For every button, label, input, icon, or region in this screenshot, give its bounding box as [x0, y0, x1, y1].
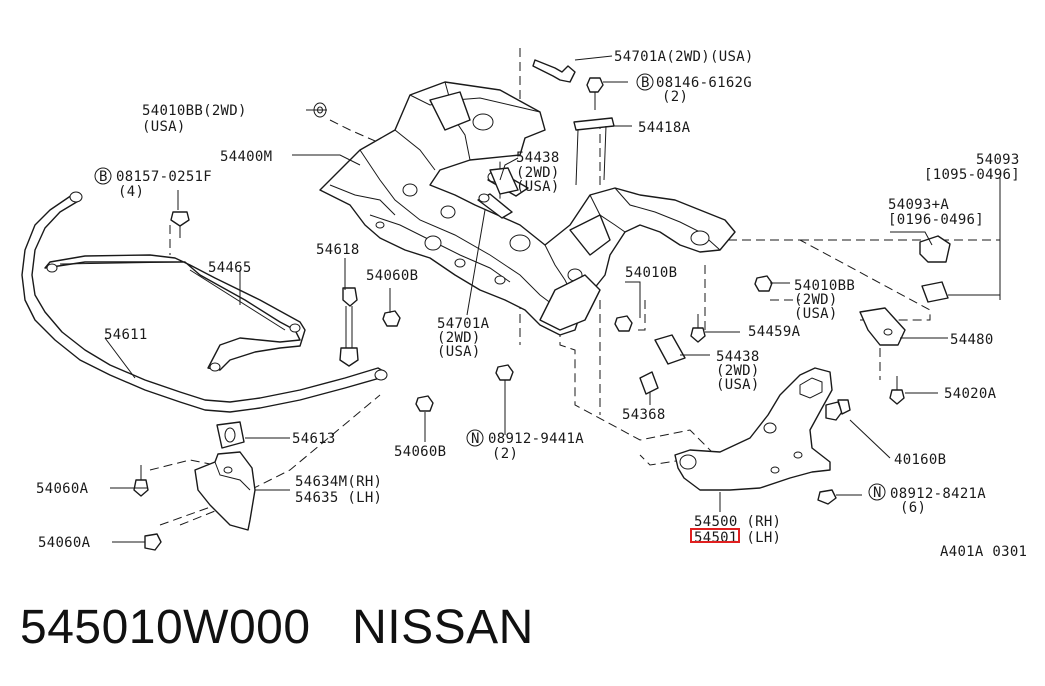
- leader-lines: [104, 55, 1001, 543]
- label-54500-rh: 54500 (RH): [694, 514, 781, 530]
- label-54418A: 54418A: [638, 120, 691, 136]
- bushings-54438: [489, 167, 686, 395]
- label-54613: 54613: [292, 431, 336, 447]
- caption-part-number: 545010W000: [20, 601, 311, 654]
- label-54020A: 54020A: [944, 386, 997, 402]
- label-08157-qty: (4): [118, 184, 144, 200]
- label-54438-mid-usa: (USA): [716, 377, 760, 393]
- label-54010BB-right-2wd: (2WD): [794, 292, 838, 308]
- label-54438-top-usa: (USA): [516, 179, 560, 195]
- label-54060A-top: 54060A: [36, 481, 89, 497]
- nuts: [133, 275, 905, 551]
- label-54480: 54480: [950, 332, 994, 348]
- bolt-prefix-mark: B: [641, 75, 650, 91]
- lower-arm-54500: [674, 367, 851, 491]
- stabilizer-bar-54611: [21, 191, 388, 413]
- label-08912-8421A: 08912-8421A: [890, 486, 986, 502]
- bracket-54465: [44, 254, 306, 372]
- label-54093A-range: [0196-0496]: [888, 212, 984, 228]
- bushing-54613: [216, 421, 245, 449]
- highlight-box-54501: [690, 528, 740, 543]
- label-54060B-top: 54060B: [366, 268, 418, 284]
- label-54634M-rh: 54634M(RH): [295, 474, 382, 490]
- part-labels: 54701A(2WD)(USA) 08146-6162G (2) 54010BB…: [36, 49, 1027, 560]
- bolt-prefix-mark: B: [99, 169, 108, 185]
- label-54465: 54465: [208, 260, 252, 276]
- crossmember-54400M: [319, 81, 736, 336]
- label-40160B: 40160B: [894, 452, 946, 468]
- label-54010BB-2wd: 54010BB(2WD): [142, 103, 247, 119]
- label-54010BB-right-usa: (USA): [794, 306, 838, 322]
- label-54093-range: [1095-0496]: [924, 167, 1020, 183]
- label-54438-top: 54438: [516, 150, 560, 166]
- part-caption: 545010W000 NISSAN: [20, 600, 534, 655]
- label-54438-mid: 54438: [716, 349, 760, 365]
- brackets-right: [859, 235, 951, 346]
- label-54459A: 54459A: [748, 324, 801, 340]
- prefix-marks: B B N N: [94, 73, 886, 501]
- label-54701A-2wd-usa: 54701A(2WD)(USA): [614, 49, 754, 65]
- label-08912-9441A-qty: (2): [492, 446, 518, 462]
- label-54400M: 54400M: [220, 149, 272, 165]
- label-54618: 54618: [316, 242, 360, 258]
- label-54060B-bottom: 54060B: [394, 444, 446, 460]
- label-54060A-bottom: 54060A: [38, 535, 91, 551]
- label-54093A: 54093+A: [888, 197, 949, 213]
- caption-brand: NISSAN: [352, 601, 534, 654]
- label-54010BB-right: 54010BB: [794, 278, 855, 294]
- nut-prefix-mark: N: [471, 431, 480, 447]
- label-54010BB-usa: (USA): [142, 119, 186, 135]
- label-54611: 54611: [104, 327, 148, 343]
- label-08912-9441A: 08912-9441A: [488, 431, 584, 447]
- label-54701A-mid-usa: (USA): [437, 344, 481, 360]
- label-54438-top-2wd: (2WD): [516, 165, 560, 181]
- diagram-id: A401A 0301: [940, 544, 1027, 560]
- label-54501-lh: 54501 (LH): [694, 530, 781, 546]
- label-54701A-mid: 54701A: [437, 316, 490, 332]
- label-54368: 54368: [622, 407, 666, 423]
- label-54438-mid-2wd: (2WD): [716, 363, 760, 379]
- label-54010B: 54010B: [625, 265, 677, 281]
- label-54635-lh: 54635 (LH): [295, 490, 382, 506]
- nut-prefix-mark: N: [873, 485, 882, 501]
- label-54093: 54093: [976, 152, 1020, 168]
- label-08146-6162G: 08146-6162G: [656, 75, 752, 91]
- label-54701A-mid-2wd: (2WD): [437, 330, 481, 346]
- label-08146-qty: (2): [662, 89, 688, 105]
- label-08157-0251F: 08157-0251F: [116, 169, 212, 185]
- bracket-54634M: [194, 451, 256, 531]
- label-08912-8421A-qty: (6): [900, 500, 926, 516]
- stabilizer-link-54618: [339, 287, 359, 367]
